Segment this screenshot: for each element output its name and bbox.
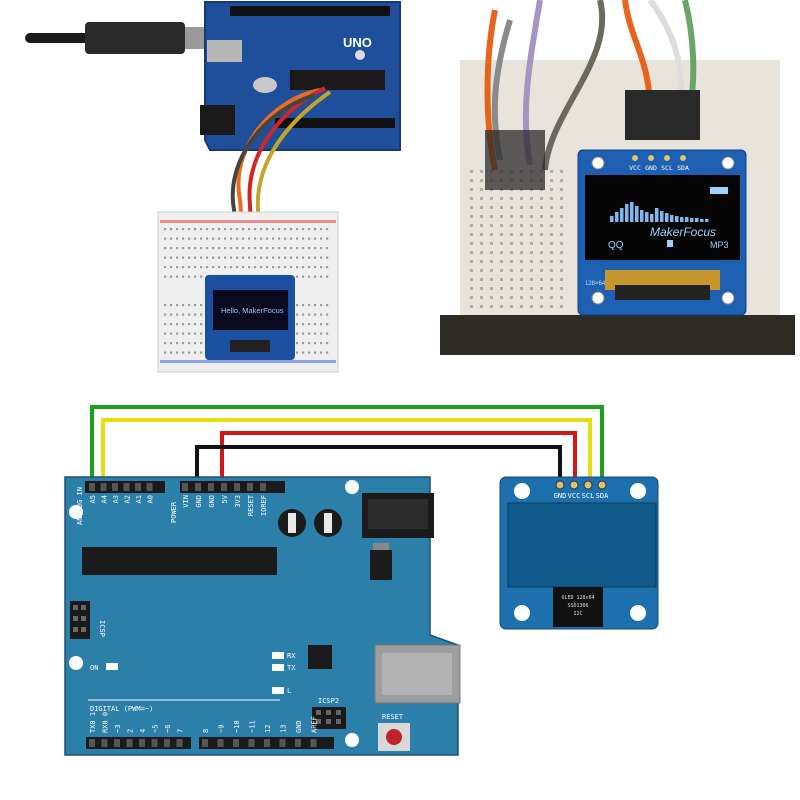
oled-pin-label: SCL [582,492,595,500]
digital-pin-label: ~5 [152,725,160,733]
oled-pin-label: VCC [568,492,581,500]
power-pin-label: 5V [221,494,229,503]
power-pin-label: IOREF [260,495,268,516]
oled-chip-label: SSD1306 [567,603,588,609]
analog-pin-label: A2 [124,495,132,503]
oled-module-closeup: VCC GND SCL SDA MakerFocus QQ MP3 128×64 [577,149,747,316]
closeup-pin-label: GND [645,164,657,172]
digital-pin-label: 7 [177,729,185,733]
power-pin-label: 3V3 [234,495,242,508]
rx-label: RX [287,652,296,660]
wire-sda [90,405,604,481]
analog-pin-label: A5 [89,495,97,503]
tx-led [272,664,284,671]
oled-module-photo: Hello, MakerFocus [205,275,295,360]
digital-pin-label: ~11 [249,720,257,733]
icsp-header [70,601,90,639]
on-label: ON [90,664,98,672]
equalizer-bars [610,202,709,222]
analog-pin-label: A3 [112,495,120,503]
digital-pin-label: 2 [127,729,135,733]
oled-right-text: MP3 [710,240,729,250]
oled-chip-label: I2C [573,611,582,617]
icsp2-header [312,707,346,729]
analog-pin-label: A1 [135,495,143,503]
rx-led [272,652,284,659]
wire-vcc [220,431,577,481]
oled-pin-label: SDA [596,492,609,500]
photo-oled-closeup: VCC GND SCL SDA MakerFocus QQ MP3 128×64 [440,0,795,355]
microcontroller-chip [82,547,277,575]
digital-pin-label: AREF [311,716,319,733]
digital-pin-label: 8 [202,729,210,733]
closeup-pin-label: SCL [661,164,673,172]
digital-pin-label: 12 [264,725,272,733]
digital-pin-label: ~3 [114,725,122,733]
side-label: 128×64 [585,281,606,287]
usb-chip [308,645,332,669]
wire-scl [101,418,592,481]
usb-cable [25,22,210,54]
closeup-pin-label: VCC [629,164,641,172]
icsp-label: ICSP [98,620,106,637]
tx-label: TX [287,664,296,672]
oled-driver-chip [553,587,603,627]
voltage-regulator [370,550,392,580]
analog-pin-label: A4 [101,495,109,503]
oled-left-text: QQ [608,240,624,251]
l-label: L [287,687,291,695]
photo-arduino-breadboard: UNO Hello, MakerFocus [25,1,401,373]
oled-chip-label: OLED 128x64 [561,595,594,601]
digital-title: DIGITAL (PWM=~) [90,705,153,713]
closeup-pin-label: SDA [677,164,689,172]
oled-screen [507,502,657,588]
power-pin-label: GND [208,495,216,508]
on-led [106,663,118,670]
arduino-uno-board-photo: UNO [200,1,401,151]
oled-title: MakerFocus [650,225,716,239]
oled-pin-label: GND [554,492,567,500]
power-pin-label: GND [195,495,203,508]
digital-pin-label: ~10 [233,720,241,733]
icsp2-label: ICSP2 [318,697,339,705]
reset-label: RESET [382,713,404,721]
digital-pin-label: GND [295,720,303,733]
wires [90,405,604,481]
power-title: POWER [170,501,178,523]
analog-pin-label: A0 [147,495,155,503]
wire-gnd [195,445,562,481]
digital-pin-label: RX0 0 [102,712,110,733]
digital-pin-label: 13 [280,725,288,733]
digital-pin-label: 4 [139,729,147,733]
digital-pin-label: TX0 1 [89,712,97,733]
power-pin-label: RESET [247,494,255,516]
l-led [272,687,284,694]
digital-pin-label: ~6 [164,725,172,733]
power-pin-label: VIN [182,495,190,508]
digital-pin-label: ~9 [218,725,226,733]
board-logo: UNO [343,35,372,50]
analog-title: ANALOG IN [76,487,84,525]
oled-screen-text: Hello, MakerFocus [221,306,284,315]
